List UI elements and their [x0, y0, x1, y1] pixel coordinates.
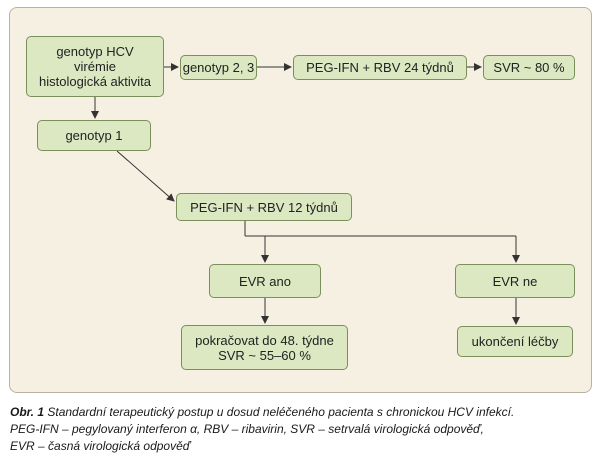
- node-genotype23: genotyp 2, 3: [180, 55, 257, 80]
- node-start: genotyp HCV virémie histologická aktivit…: [26, 36, 164, 97]
- node-continue48-line-2: SVR ~ 55–60 %: [218, 347, 311, 363]
- caption-line-2: PEG-IFN – pegylovaný interferon α, RBV –…: [10, 422, 484, 436]
- caption-label: Obr. 1: [10, 405, 45, 419]
- caption-line-1: Obr. 1 Standardní terapeutický postup u …: [10, 404, 595, 421]
- node-svr80: SVR ~ 80 %: [483, 55, 575, 80]
- node-genotype1: genotyp 1: [37, 120, 151, 151]
- node-evr-no-label: EVR ne: [492, 273, 538, 289]
- node-stop: ukončení léčby: [457, 326, 573, 357]
- node-evr-yes: EVR ano: [209, 264, 321, 298]
- node-genotype1-label: genotyp 1: [65, 128, 123, 143]
- node-start-line-1: genotyp HCV: [56, 44, 134, 59]
- node-stop-label: ukončení léčby: [471, 334, 559, 349]
- node-peg24: PEG-IFN + RBV 24 týdnů: [293, 55, 467, 80]
- node-svr80-label: SVR ~ 80 %: [493, 60, 565, 75]
- node-peg24-label: PEG-IFN + RBV 24 týdnů: [306, 60, 454, 75]
- node-start-line-2: virémie: [74, 59, 116, 74]
- node-peg12-label: PEG-IFN + RBV 12 týdnů: [190, 199, 338, 215]
- caption-line-3: EVR – časná virologická odpověď: [10, 439, 191, 453]
- caption-text-1: Standardní terapeutický postup u dosud n…: [47, 405, 515, 419]
- arrow-genotype1-to-peg12: [116, 150, 175, 202]
- node-start-line-3: histologická aktivita: [39, 74, 151, 89]
- node-genotype23-label: genotyp 2, 3: [182, 60, 255, 75]
- node-evr-yes-label: EVR ano: [238, 273, 292, 289]
- figure-caption: Obr. 1 Standardní terapeutický postup u …: [10, 404, 595, 455]
- node-continue48-line-1: pokračovat do 48. týdne: [195, 332, 334, 348]
- node-evr-no: EVR ne: [455, 264, 575, 298]
- node-peg12: PEG-IFN + RBV 12 týdnů: [176, 193, 352, 221]
- node-continue48: pokračovat do 48. týdne SVR ~ 55–60 %: [181, 325, 348, 370]
